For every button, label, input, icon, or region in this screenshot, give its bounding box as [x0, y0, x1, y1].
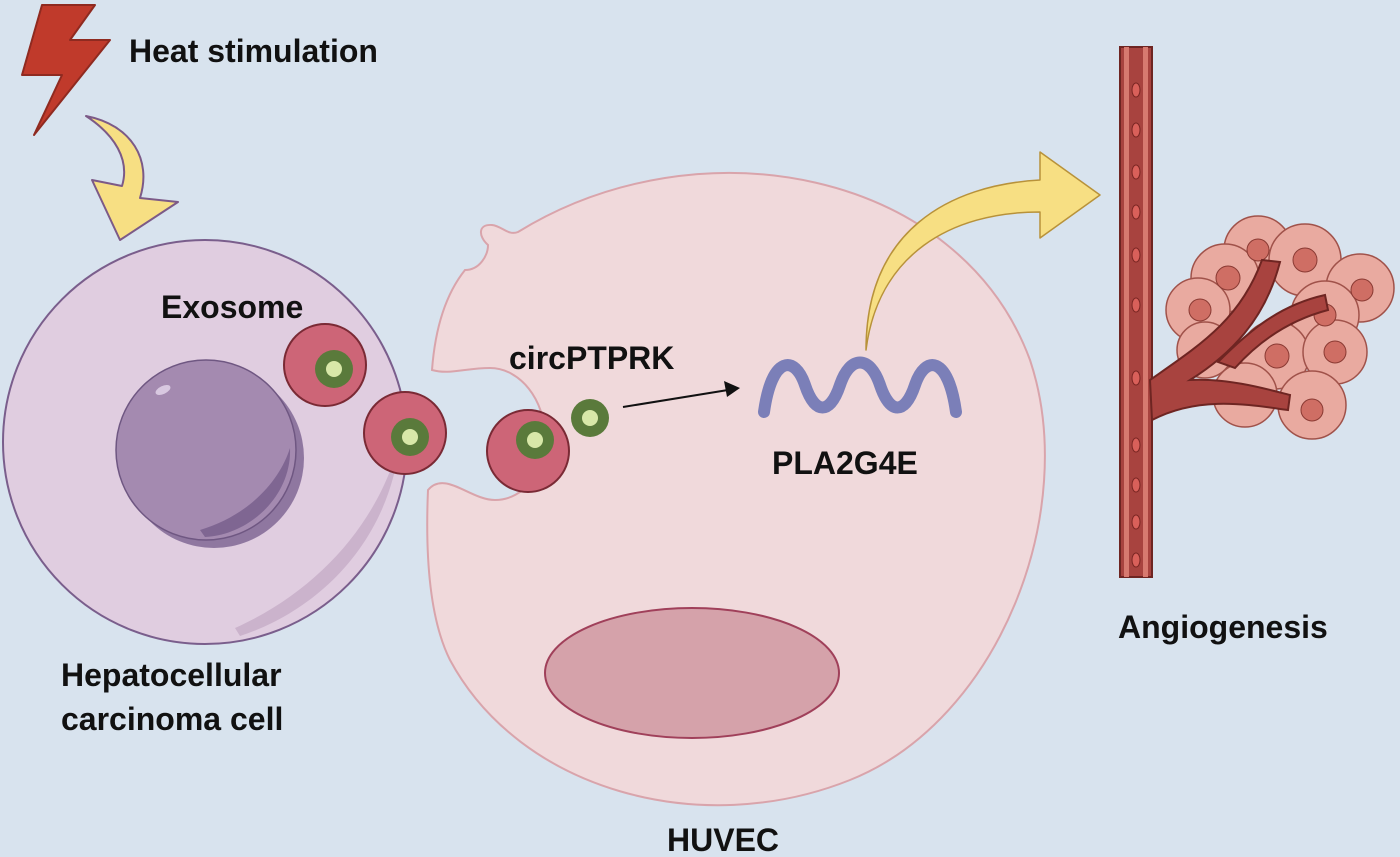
huvec-cell — [426, 172, 1046, 807]
hcc-nucleus — [115, 359, 304, 548]
blood-vessel-icon — [1119, 46, 1330, 578]
curved-arrow-icon — [865, 151, 1101, 351]
label-angiogenesis: Angiogenesis — [1118, 609, 1328, 645]
regulation-arrow — [622, 381, 740, 408]
hcc-cell — [2, 239, 408, 645]
label-hcc-line2: carcinoma cell — [61, 701, 283, 737]
label-circptprk: circPTPRK — [509, 340, 674, 376]
huvec-nucleus — [544, 607, 840, 739]
label-exosome: Exosome — [161, 289, 303, 325]
exosome-3 — [486, 409, 570, 493]
circ-rna-icon — [571, 399, 609, 437]
label-huvec: HUVEC — [667, 822, 779, 857]
label-pla2g4e: PLA2G4E — [772, 445, 918, 481]
exosome-2 — [363, 391, 447, 475]
curved-arrow-icon — [85, 115, 179, 241]
label-hcc-line1: Hepatocellular — [61, 657, 282, 693]
label-heat-stimulation: Heat stimulation — [129, 33, 378, 69]
lightning-bolt-icon — [21, 4, 111, 136]
exosome-1 — [283, 323, 367, 407]
mrna-wave-icon — [758, 356, 962, 418]
